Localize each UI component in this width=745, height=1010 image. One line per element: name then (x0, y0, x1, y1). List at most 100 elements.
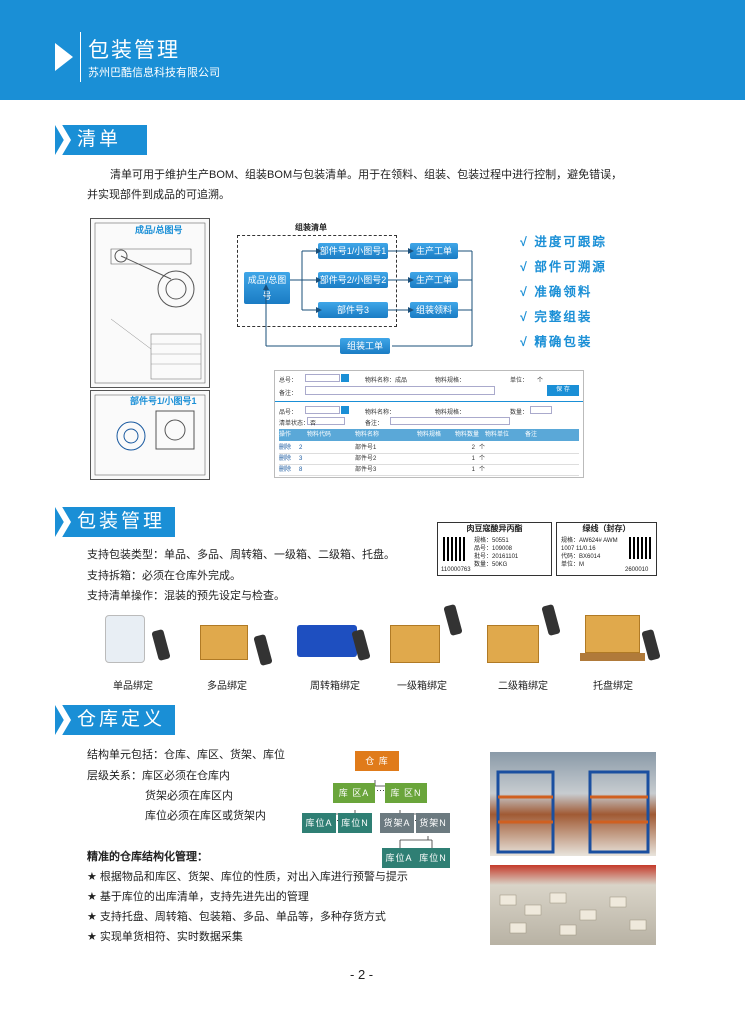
page-title: 包装管理 (88, 39, 180, 62)
tag2-l4: 单位：M (561, 562, 584, 568)
flow-part1: 部件号1/小图号1 (318, 243, 388, 259)
form-alt-select[interactable]: 否 (307, 417, 345, 427)
save-button[interactable]: 保 存 (547, 385, 579, 396)
check-item: √ 完整组装 (520, 310, 593, 324)
form-note2-label: 备注： (365, 421, 384, 427)
qr-code-icon (629, 537, 651, 559)
th-op: 操作 (279, 432, 292, 438)
tree-loc-a2: 库位A (382, 848, 416, 868)
row-code: 2 (299, 445, 303, 451)
form-alt-label: 清单状态： (279, 421, 310, 427)
tag2-l1: 规格：AW624# AWM (561, 538, 618, 544)
page-number: - 2 - (350, 967, 374, 982)
flow-work2: 生产工单 (410, 272, 458, 288)
form-code2-input[interactable] (305, 406, 340, 414)
bullet-item: ★ 实现单货相符、实时数据采集 (87, 931, 243, 943)
assembly-group (237, 235, 397, 327)
th-unit: 物料单位 (485, 432, 510, 438)
tree-zone-n: 库 区N (385, 783, 427, 803)
single-item-bag-icon (105, 615, 145, 663)
bullet-item: ★ 支持托盘、周转箱、包装箱、多品、单品等，多种存货方式 (87, 911, 386, 923)
scanner-icon (443, 603, 463, 637)
bullet-item: ★ 基于库位的出库清单，支持先进先出的管理 (87, 891, 309, 903)
row-delete[interactable]: 删除 (279, 467, 292, 473)
check-item: √ 准确领料 (520, 285, 593, 299)
pkg-label: 单品绑定 (113, 681, 153, 692)
tree-loc-n: 库位N (338, 813, 372, 833)
th-code: 物料代码 (307, 432, 332, 438)
struct-line-1: 结构单元包括：仓库、库区、货架、库位 (87, 749, 285, 761)
tree-zone-a: 库 区A (333, 783, 375, 803)
form-name2-label: 物料名称： (365, 410, 396, 416)
tag1-l1: 规格：50551 (474, 538, 509, 544)
form-note2-input[interactable] (390, 417, 510, 425)
form-code-input[interactable] (305, 374, 340, 382)
th-qty: 物料数量 (455, 432, 480, 438)
flow-part2: 部件号2/小图号2 (318, 272, 388, 288)
form-spec-label: 物料规格： (435, 378, 466, 384)
form-unit-value: 个 (537, 378, 544, 384)
th-spec: 物料规格 (417, 432, 442, 438)
row-unit: 个 (479, 456, 486, 462)
table-row: 删除 2 部件号1 2 个 (279, 443, 579, 454)
list-desc-2: 并实现部件到成品的可追溯。 (87, 189, 230, 201)
drawing1-title: 成品/总图号 (135, 225, 183, 235)
assembly-group-label: 组装清单 (295, 223, 327, 232)
connecting-rod-drawing-icon (94, 222, 206, 384)
struct-line-4: 库位必须在库区或货架内 (145, 810, 266, 822)
pkg-label: 多品绑定 (207, 681, 247, 692)
row-unit: 个 (479, 445, 486, 451)
form-note-label: 备注： (279, 391, 298, 397)
check-item: √ 进度可跟踪 (520, 235, 607, 249)
struct-line-3: 货架必须在库区内 (145, 790, 233, 802)
bullet-item: ★ 根据物品和库区、货架、库位的性质，对出入库进行预警与提示 (87, 871, 408, 883)
pack-line-1: 支持包装类型：单品、多品、周转箱、一级箱、二级箱、托盘。 (87, 549, 395, 561)
tree-loc-a: 库位A (302, 813, 336, 833)
tag2-l3: 代码：BX6014 (561, 554, 601, 560)
sorting-floor-photo (490, 865, 656, 945)
tag1-l3: 批号：20161101 (474, 554, 519, 560)
qr-code-icon (443, 537, 467, 561)
row-delete[interactable]: 删除 (279, 456, 292, 462)
form-qty-input[interactable] (530, 406, 552, 414)
header-banner (0, 0, 745, 100)
label-tag-1: 肉豆寇酸异丙酯 规格：50551 品号：109008 批号：20161101 数… (437, 522, 552, 576)
second-level-box-icon (487, 625, 539, 663)
search-icon[interactable] (341, 374, 349, 382)
form-name-value: 成品 (395, 378, 408, 384)
tag1-l2: 品号：109008 (474, 546, 513, 552)
form-divider (275, 401, 583, 402)
scanner-icon (541, 603, 561, 637)
section-title-warehouse: 仓库定义 (55, 705, 175, 735)
label-tag-2: 绿线（封存） 规格：AW624# AWM 1007 11/0.16 代码：BX6… (556, 522, 657, 576)
section-title-packaging: 包装管理 (55, 507, 175, 537)
form-name-label: 物料名称： (365, 378, 396, 384)
tree-shelf-a: 货架A (380, 813, 414, 833)
company-name: 苏州巴酷信息科技有限公司 (88, 67, 220, 79)
form-note-input[interactable] (305, 386, 495, 395)
search-icon[interactable] (341, 406, 349, 414)
pallet-icon (580, 653, 645, 661)
th-note: 备注 (525, 432, 538, 438)
section-title-list: 清单 (55, 125, 147, 155)
pkg-label: 二级箱绑定 (498, 681, 548, 692)
form-code-label: 总号： (279, 378, 298, 384)
form-unit-label: 单位： (510, 378, 529, 384)
tree-shelf-n: 货架N (416, 813, 450, 833)
part-drawing (90, 390, 210, 480)
table-row: 删除 3 部件号2 1 个 (279, 454, 579, 465)
list-desc-1: 清单可用于维护生产BOM、组装BOM与包装清单。用于在领料、组装、包装过程中进行… (110, 169, 623, 181)
header-arrow-icon (55, 43, 73, 71)
row-qty: 2 (471, 445, 475, 451)
row-code: 3 (299, 456, 303, 462)
form-qty-label: 数量： (510, 410, 529, 416)
tag2-l2: 1007 11/0.16 (561, 546, 596, 552)
row-name: 部件号1 (355, 445, 377, 451)
row-code: 8 (299, 467, 303, 473)
drawing2-title: 部件号1/小图号1 (130, 396, 197, 406)
warehouse-photo (490, 752, 656, 856)
table-header: 操作 物料代码 物料名称 物料规格 物料数量 物料单位 备注 (279, 429, 579, 441)
tree-loc-n2: 库位N (416, 848, 450, 868)
parcel-sorting-image (499, 892, 647, 936)
row-delete[interactable]: 删除 (279, 445, 292, 451)
